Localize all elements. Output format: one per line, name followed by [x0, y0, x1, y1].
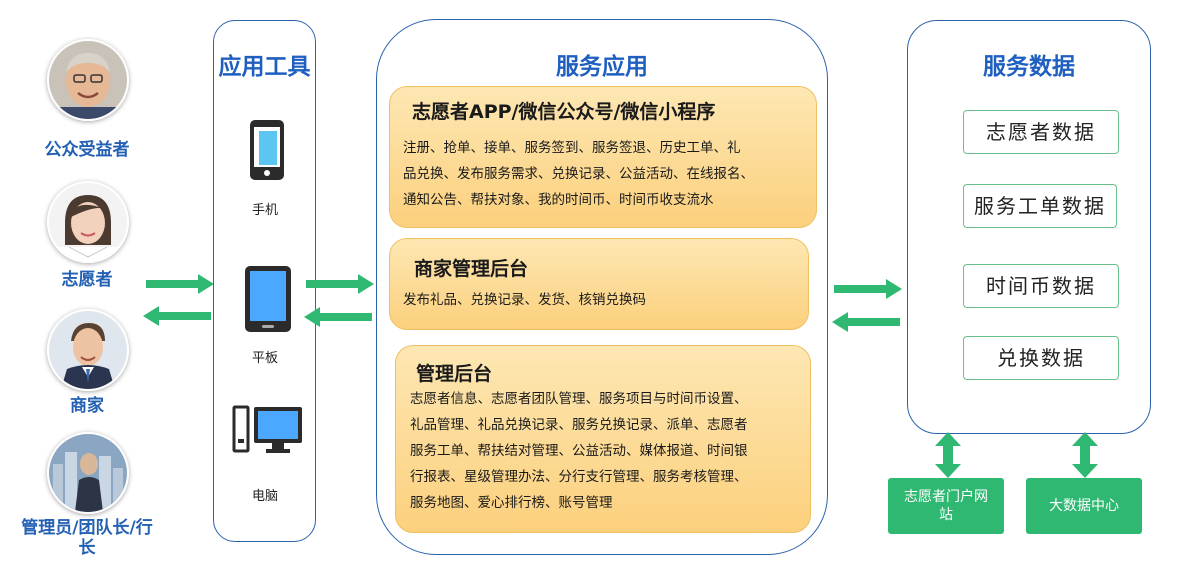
businessman-avatar	[47, 309, 129, 391]
user-label: 管理员/团队长/行长	[21, 518, 153, 558]
tool-label: 手机	[251, 203, 278, 218]
panel-line: 通知公告、帮扶对象、我的时间币、时间币收支流水	[403, 192, 714, 208]
computer-icon	[232, 405, 304, 459]
volunteer-portal-box: 志愿者门户网站	[888, 478, 1004, 534]
arrow-left-icon	[832, 312, 900, 332]
panel-body: 志愿者信息、志愿者团队管理、服务项目与时间币设置、 礼品管理、礼品兑换记录、服务…	[410, 386, 806, 516]
user-label: 公众受益者	[44, 140, 130, 160]
panel-line: 志愿者信息、志愿者团队管理、服务项目与时间币设置、	[410, 391, 748, 407]
arrow-right-icon	[306, 274, 374, 294]
panel-line: 发布礼品、兑换记录、发货、核销兑换码	[403, 292, 646, 308]
panel-line: 服务地图、爱心排行榜、账号管理	[410, 495, 613, 511]
arrow-right-icon	[834, 279, 902, 299]
data-item: 时间币数据	[963, 264, 1119, 308]
phone-icon	[249, 119, 285, 185]
arrow-left-icon	[143, 306, 211, 326]
tool-label: 平板	[251, 351, 278, 366]
tablet-icon	[244, 265, 292, 337]
arrow-right-icon	[146, 274, 214, 294]
admin-avatar	[47, 432, 129, 514]
data-item: 服务工单数据	[963, 184, 1117, 228]
panel-line: 品兑换、发布服务需求、兑换记录、公益活动、在线报名、	[403, 166, 754, 182]
tools-title: 应用工具	[218, 54, 311, 80]
panel-title: 商家管理后台	[414, 258, 529, 280]
updown-arrow-icon	[935, 432, 961, 478]
panel-line: 行报表、星级管理办法、分行支行管理、服务考核管理、	[410, 469, 748, 485]
arrow-left-icon	[304, 307, 372, 327]
panel-title: 管理后台	[416, 363, 493, 385]
volunteer-app-panel: 志愿者APP/微信公众号/微信小程序 注册、抢单、接单、服务签到、服务签退、历史…	[389, 86, 817, 228]
tools-column: 应用工具 手机 平板 电脑	[213, 20, 316, 542]
user-label: 商家	[70, 396, 104, 416]
panel-body: 注册、抢单、接单、服务签到、服务签退、历史工单、礼 品兑换、发布服务需求、兑换记…	[403, 135, 813, 213]
elderly-man-avatar	[47, 39, 129, 121]
services-title: 服务应用	[556, 54, 648, 80]
user-label: 志愿者	[61, 270, 113, 290]
panel-line: 礼品管理、礼品兑换记录、服务兑换记录、派单、志愿者	[410, 417, 748, 433]
panel-line: 服务工单、帮扶结对管理、公益活动、媒体报道、时间银	[410, 443, 748, 459]
panel-title: 志愿者APP/微信公众号/微信小程序	[412, 101, 716, 123]
admin-backend-panel: 管理后台 志愿者信息、志愿者团队管理、服务项目与时间币设置、 礼品管理、礼品兑换…	[395, 345, 811, 533]
data-item: 志愿者数据	[963, 110, 1119, 154]
volunteer-avatar	[47, 181, 129, 263]
big-data-center-box: 大数据中心	[1026, 478, 1142, 534]
data-title: 服务数据	[983, 54, 1075, 80]
panel-body: 发布礼品、兑换记录、发货、核销兑换码	[403, 287, 803, 313]
panel-line: 注册、抢单、接单、服务签到、服务签退、历史工单、礼	[403, 140, 741, 156]
updown-arrow-icon	[1072, 432, 1098, 478]
merchant-admin-panel: 商家管理后台 发布礼品、兑换记录、发货、核销兑换码	[389, 238, 809, 330]
tool-label: 电脑	[251, 489, 278, 504]
data-item: 兑换数据	[963, 336, 1119, 380]
